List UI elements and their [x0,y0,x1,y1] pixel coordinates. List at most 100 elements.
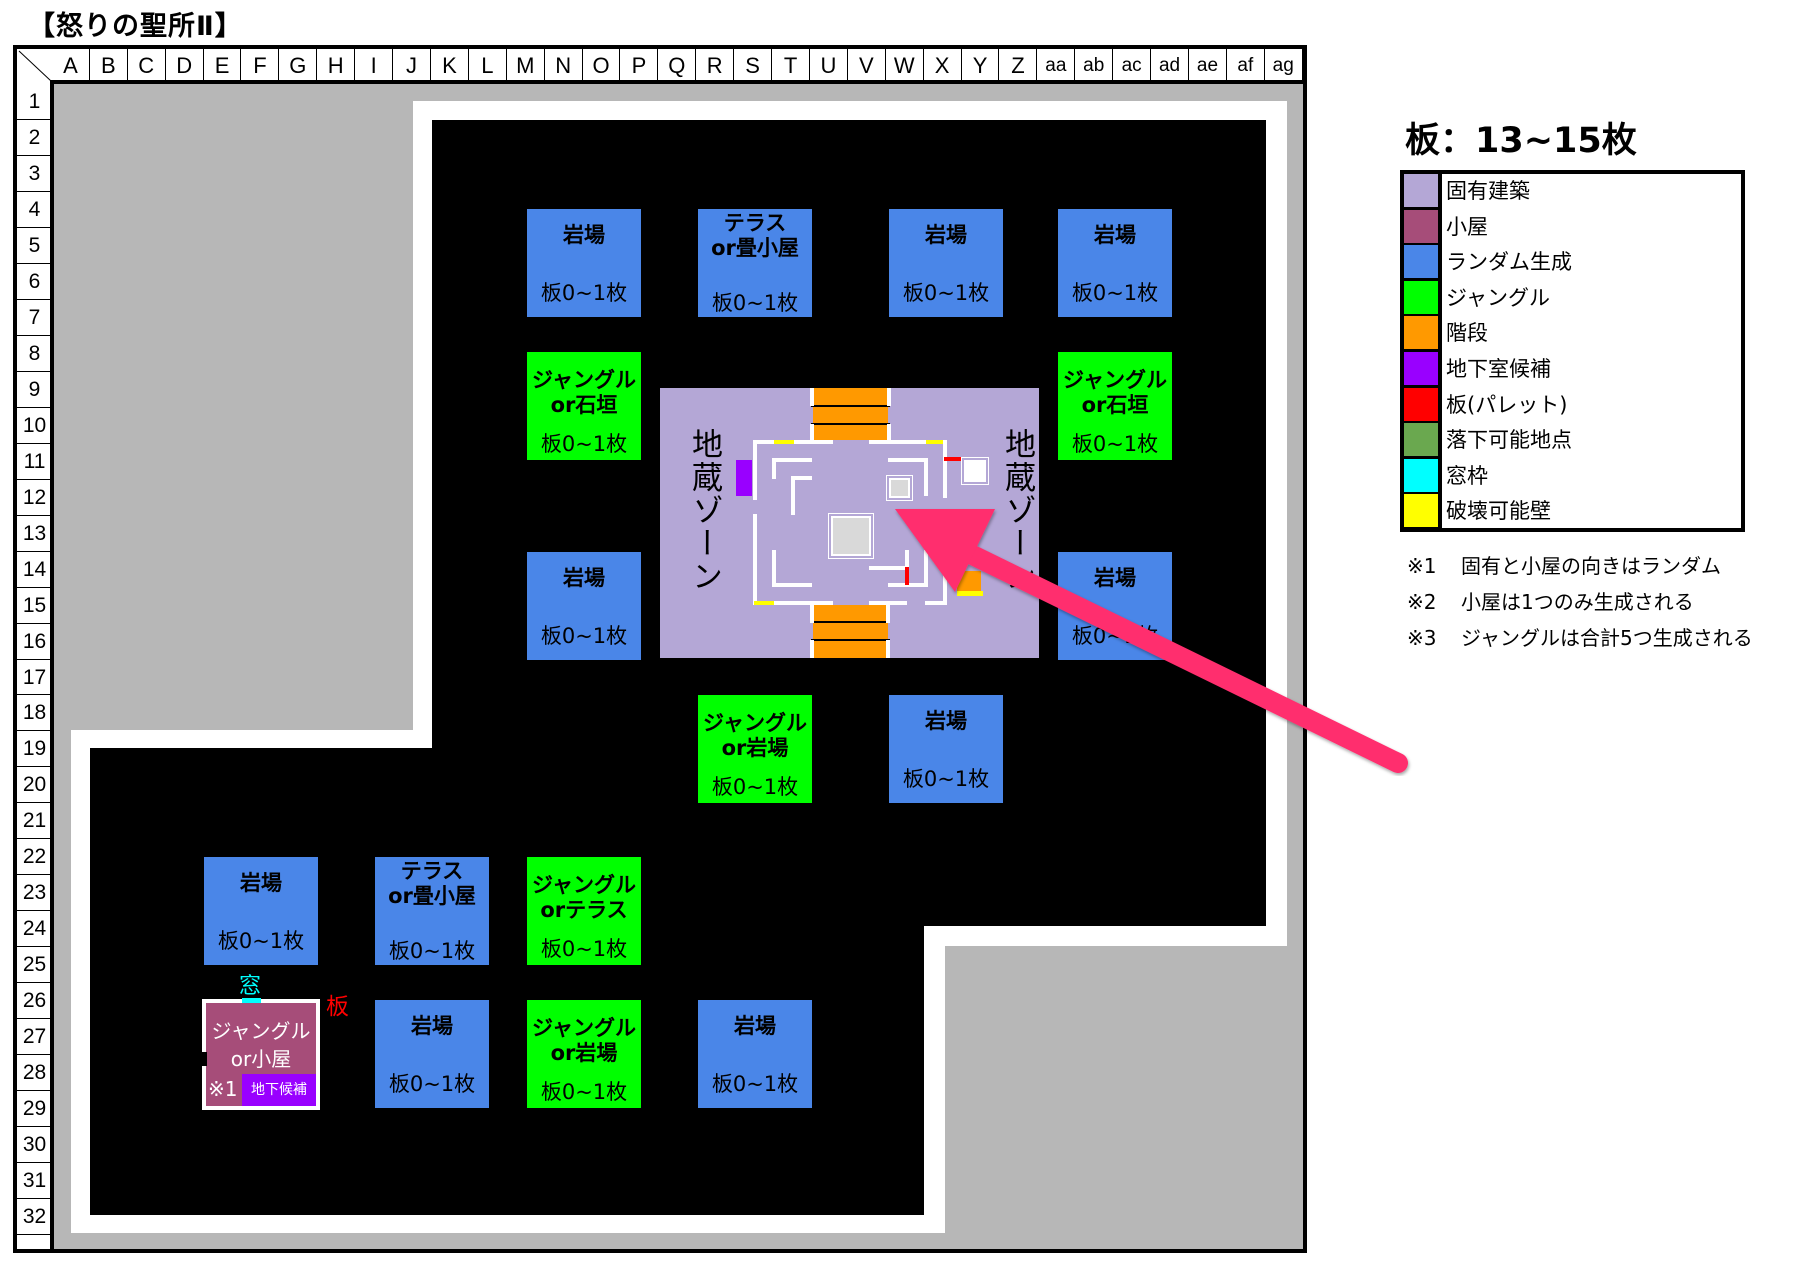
legend-swatch [1404,316,1442,353]
wall [924,550,928,586]
wall [886,605,890,623]
column-header: ac [1113,49,1152,82]
row-header: 15 [17,588,52,624]
row-header: 21 [17,803,52,840]
wall [886,640,890,658]
column-header: ae [1189,49,1227,82]
row-header: 1 [17,84,52,120]
legend-swatch [1404,280,1442,317]
block-title: 岩場 [563,566,605,590]
block-title: 岩場 [411,1014,453,1038]
wall [810,388,814,406]
block-title: 岩場 [925,223,967,247]
legend-item: 小屋 [1404,209,1741,246]
row-header: 2 [17,120,52,156]
column-header: W [886,49,924,82]
note-mark: ※3 [1407,626,1437,650]
legend-swatch [1404,174,1442,210]
column-header: ad [1151,49,1189,82]
header-divider [52,80,1303,84]
wall [924,458,928,496]
row-header: 16 [17,624,52,660]
row-header: 28 [17,1055,52,1092]
wall [869,566,907,570]
legend-label: ランダム生成 [1446,250,1572,275]
wall [772,458,812,462]
window-box [961,457,989,485]
legend-item: 破壊可能壁 [1404,494,1741,531]
legend-label: ジャングル [1446,285,1550,310]
block-pallet-count: 板0~1枚 [388,1072,476,1096]
row-header: 9 [17,372,52,408]
legend-item: ジャングル [1404,280,1741,317]
row-header: 6 [17,264,52,300]
wall [887,424,891,442]
note-mark: ※2 [1407,590,1437,614]
block-pallet-count: 板0~1枚 [1071,432,1159,456]
column-header: P [621,49,659,82]
block-pallet-count: 板0~1枚 [217,929,305,953]
column-header: H [317,49,356,82]
block-title: 岩場 [563,223,605,247]
column-header: ag [1265,49,1303,82]
legend-label: 落下可能地点 [1446,428,1572,453]
row-header: 14 [17,552,52,588]
random-block: 岩場板0~1枚 [527,209,641,317]
basement-candidate [736,460,752,496]
wall [888,458,928,462]
wall [791,476,795,515]
wall [753,601,833,605]
column-header: N [545,49,583,82]
pallet [944,457,962,461]
pallet-label: 板 [326,994,349,1020]
row-header: 19 [17,731,52,768]
row-header: 31 [17,1163,52,1200]
stair-step [811,405,890,407]
legend-item: 地下室候補 [1404,352,1741,388]
random-block: 岩場板0~1枚 [375,1000,489,1108]
column-header: M [507,49,545,82]
wall [925,601,947,605]
column-header: B [90,49,128,82]
column-header: I [355,49,394,82]
column-header: A [52,49,90,82]
legend-label: 小屋 [1446,214,1488,239]
breakable-wall [926,440,945,444]
column-header: F [242,49,280,82]
legend-title: 板：13~15枚 [1405,121,1637,161]
block-pallet-count: 板0~1枚 [388,939,476,963]
block-title: 岩場 [240,871,282,895]
legend-swatch [1404,458,1442,495]
page-title: 【怒りの聖所Ⅱ】 [28,11,243,42]
note-line: ※2 小屋は1つのみ生成される [1407,589,1694,615]
pallet [905,567,909,585]
row-header: 22 [17,839,52,876]
random-block: テラス or畳小屋板0~1枚 [698,209,812,317]
wall [869,440,945,444]
note-text: 固有と小屋の向きはランダム [1461,554,1721,578]
block-title: ジャングル or岩場 [703,711,807,760]
row-header-divider [50,80,54,1250]
wall [772,583,812,587]
legend-item: ランダム生成 [1404,245,1741,282]
legend-label: 階段 [1446,321,1488,346]
jungle-block: ジャングル orテラス板0~1枚 [527,857,641,965]
legend-swatch [1404,352,1442,388]
stairs-bottom [813,605,888,658]
wall [772,550,776,586]
row-header: 29 [17,1091,52,1128]
column-header: G [279,49,318,82]
legend-swatch [1404,245,1442,282]
legend-swatch [1404,423,1442,460]
column-header: Y [962,49,1000,82]
window-label: 窓 [239,974,262,999]
block-pallet-count: 板0~1枚 [902,767,990,791]
wall [943,440,947,498]
stair-step [811,621,890,623]
wall [772,458,776,479]
stairs-small [957,571,981,591]
legend-swatch [1404,494,1442,531]
note-text: 小屋は1つのみ生成される [1461,590,1694,614]
jungle-block: ジャングル or石垣板0~1枚 [1058,352,1172,460]
